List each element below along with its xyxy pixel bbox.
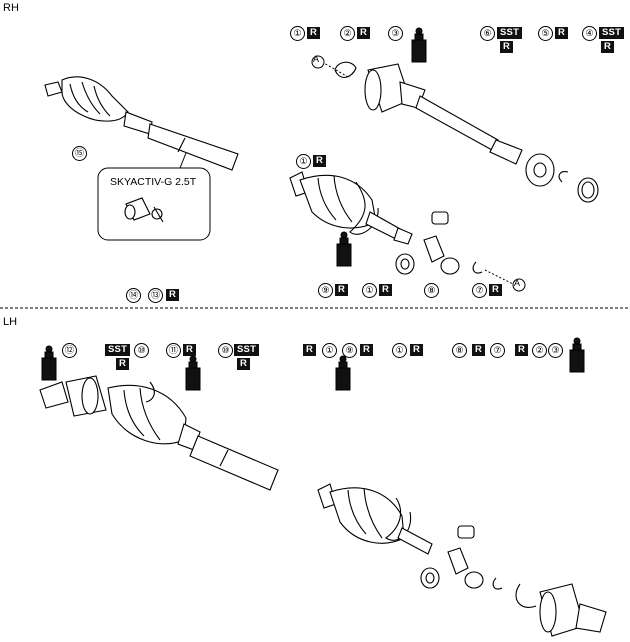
rh-tag-r: R bbox=[313, 155, 327, 167]
rh-variant-parts bbox=[124, 197, 164, 223]
rh-part-number: ① bbox=[296, 154, 311, 169]
lh-part-number: ⑦ bbox=[490, 343, 505, 358]
rh-inner-housing-assembly bbox=[334, 61, 599, 203]
lh-part-number: ⑨ bbox=[342, 343, 357, 358]
rh-part-number: ① bbox=[290, 26, 305, 41]
lh-tag-r: R bbox=[515, 344, 529, 356]
rh-part-number: ⑤ bbox=[538, 26, 553, 41]
rh-tag-r: R bbox=[335, 284, 349, 296]
lh-tag-sst: SST bbox=[234, 344, 260, 356]
lh-part-number: ① bbox=[322, 343, 337, 358]
ref-marker-a: A bbox=[514, 278, 521, 288]
rh-tag-sst: SST bbox=[599, 27, 625, 39]
variant-callout: SKYACTIV-G 2.5T bbox=[110, 176, 197, 188]
lh-part-number: ⑧ bbox=[452, 343, 467, 358]
section-label-rh: RH bbox=[3, 2, 19, 14]
lh-tag-r: R bbox=[410, 344, 424, 356]
rh-tag-r: R bbox=[601, 41, 615, 53]
lh-outer-joint-assembly bbox=[39, 375, 279, 491]
rh-tag-r: R bbox=[166, 289, 180, 301]
lh-tag-r: R bbox=[472, 344, 486, 356]
rh-grease-tubes bbox=[336, 27, 427, 267]
rh-part-number: ⑦ bbox=[472, 283, 487, 298]
lh-tag-r: R bbox=[360, 344, 374, 356]
section-label-lh: LH bbox=[3, 316, 18, 328]
lh-tag-r: R bbox=[116, 358, 130, 370]
rh-part-number: ⑨ bbox=[318, 283, 333, 298]
lh-tag-sst: SST bbox=[105, 344, 131, 356]
rh-part-number: ② bbox=[340, 26, 355, 41]
rh-part-number: ⑮ bbox=[72, 146, 87, 161]
rh-tag-r: R bbox=[307, 27, 321, 39]
rh-outer-joint-assembly bbox=[44, 76, 239, 171]
lh-part-number: ⑫ bbox=[62, 343, 77, 358]
rh-part-number: ⑧ bbox=[424, 283, 439, 298]
lh-part-number: ⑩ bbox=[134, 343, 149, 358]
rh-part-number: ① bbox=[362, 283, 377, 298]
rh-tag-sst: SST bbox=[497, 27, 523, 39]
lh-grease-tubes bbox=[41, 337, 585, 391]
rh-inner-boot-assembly bbox=[289, 171, 483, 275]
rh-part-number: ④ bbox=[582, 26, 597, 41]
lh-inner-boot-assembly bbox=[317, 483, 607, 637]
lh-part-number: ⑩ bbox=[218, 343, 233, 358]
lh-tag-r: R bbox=[183, 344, 197, 356]
rh-tag-r: R bbox=[357, 27, 371, 39]
lh-tag-r: R bbox=[303, 344, 317, 356]
rh-tag-r: R bbox=[379, 284, 393, 296]
rh-tag-r: R bbox=[489, 284, 503, 296]
ref-marker-a: A bbox=[313, 54, 320, 64]
rh-part-number: ⑬ bbox=[148, 288, 163, 303]
rh-part-number: ⑥ bbox=[480, 26, 495, 41]
rh-part-number: ⑭ bbox=[126, 288, 141, 303]
rh-tag-r: R bbox=[500, 41, 514, 53]
lh-part-number: ① bbox=[392, 343, 407, 358]
lh-part-number: ⑪ bbox=[166, 343, 181, 358]
lh-part-number: ③ bbox=[548, 343, 563, 358]
rh-tag-r: R bbox=[555, 27, 569, 39]
lh-part-number: ② bbox=[532, 343, 547, 358]
lh-tag-r: R bbox=[237, 358, 251, 370]
rh-part-number: ③ bbox=[388, 26, 403, 41]
variant-callout-box bbox=[97, 167, 211, 241]
